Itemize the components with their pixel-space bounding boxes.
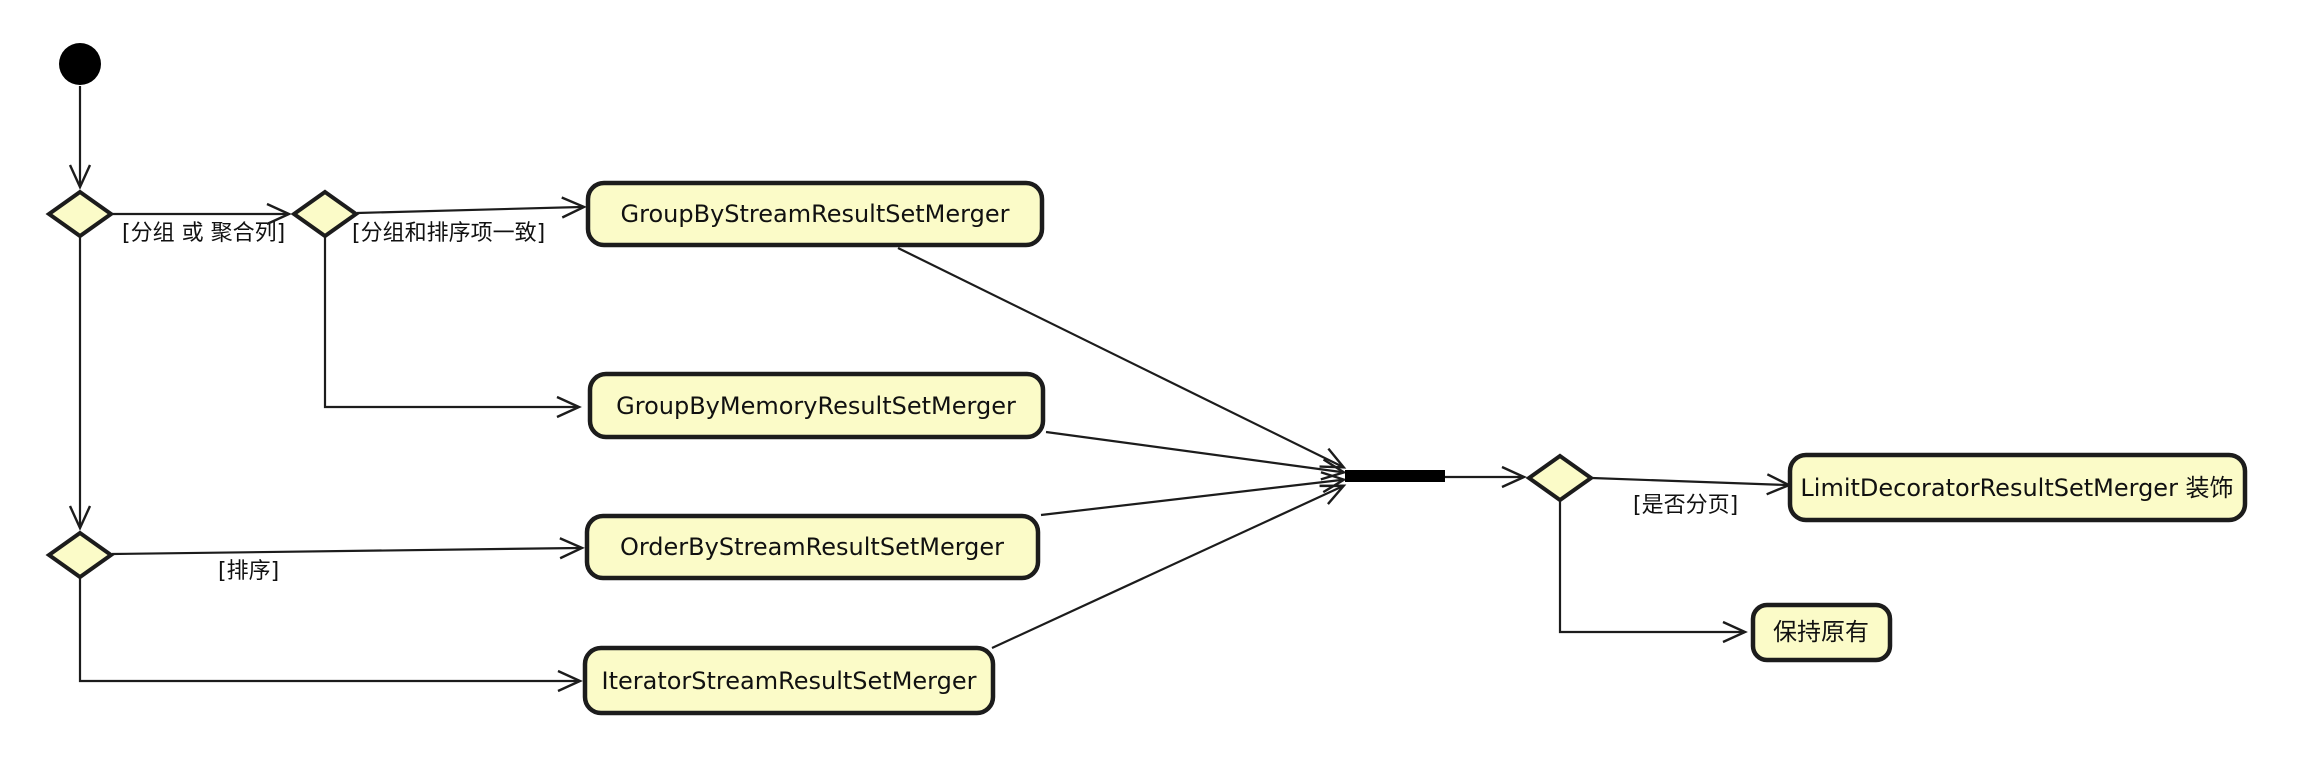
- decision-paging: [1525, 453, 1595, 503]
- activity-iterator-stream: IteratorStreamResultSetMerger: [582, 645, 996, 716]
- edge-decision4-to-keeporiginal: [1558, 500, 1748, 644]
- merge-bar: [1345, 470, 1445, 482]
- edge-groupbymemory-to-merge: [1045, 430, 1347, 481]
- edge-decision2-to-groupbymemory: [323, 237, 582, 419]
- activity-limit-decorator-label: LimitDecoratorResultSetMerger 装饰: [1800, 474, 2233, 502]
- edge-groupbystream-to-merge: [897, 247, 1347, 469]
- edge-decision2-to-groupbystream: [356, 196, 587, 219]
- edge-label-group-sort-match: [分组和排序项一致]: [352, 221, 545, 246]
- activity-group-by-memory-box: [587, 371, 1046, 440]
- activity-group-by-stream-box: [585, 180, 1045, 248]
- activity-order-by-stream: OrderByStreamResultSetMerger: [584, 513, 1041, 581]
- activity-keep-original-label: 保持原有: [1773, 618, 1869, 646]
- activity-keep-original-box: [1750, 602, 1893, 663]
- activity-group-by-memory-label: GroupByMemoryResultSetMerger: [616, 392, 1016, 420]
- decision-nodes: [45, 189, 1595, 580]
- edge-iteratorstream-to-merge: [991, 484, 1347, 649]
- decision-group-or-aggregation: [45, 189, 115, 239]
- activity-group-by-stream-label: GroupByStreamResultSetMerger: [621, 200, 1010, 228]
- edge-label-paging: [是否分页]: [1633, 493, 1738, 518]
- activity-limit-decorator: LimitDecoratorResultSetMerger 装饰: [1787, 452, 2248, 523]
- edge-orderbystream-to-merge: [1040, 471, 1347, 517]
- edge-label-sort: [排序]: [218, 559, 279, 584]
- decision-group-sort-match: [290, 189, 360, 239]
- activity-group-by-memory: GroupByMemoryResultSetMerger: [587, 371, 1046, 440]
- edge-decision3-to-orderbystream: [111, 537, 585, 560]
- edge-labels: [分组 或 聚合列] [分组和排序项一致] [排序] [是否分页]: [122, 221, 1738, 584]
- activity-order-by-stream-label: OrderByStreamResultSetMerger: [620, 533, 1004, 561]
- activity-iterator-stream-box: [582, 645, 996, 716]
- activity-limit-decorator-box: [1787, 452, 2248, 523]
- edge-label-group-or-aggregation: [分组 或 聚合列]: [122, 221, 285, 246]
- activity-iterator-stream-label: IteratorStreamResultSetMerger: [602, 667, 977, 695]
- decision-sort: [45, 530, 115, 580]
- edge-decision4-to-limitdecorator: [1591, 473, 1792, 496]
- activity-keep-original: 保持原有: [1750, 602, 1893, 663]
- activity-group-by-stream: GroupByStreamResultSetMerger: [585, 180, 1045, 248]
- activity-order-by-stream-box: [584, 513, 1041, 581]
- edge-decision3-to-iteratorstream: [78, 578, 583, 693]
- start-node: [59, 43, 101, 85]
- edges: [68, 86, 1792, 693]
